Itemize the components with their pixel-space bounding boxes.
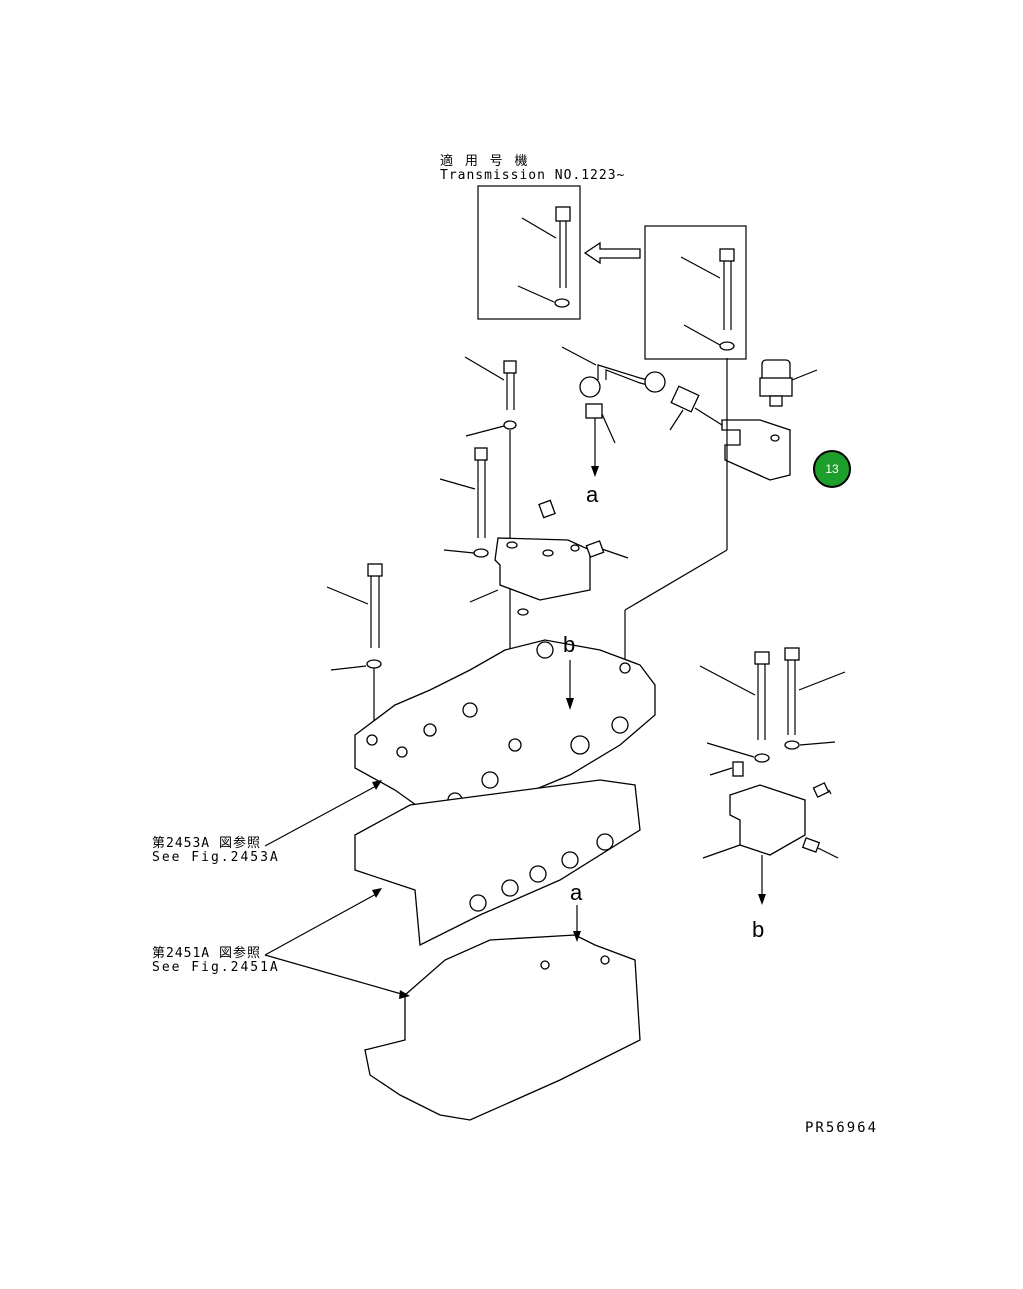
reference-2451a-en: See Fig.2451A: [152, 960, 280, 975]
part-callout-number: 13: [825, 462, 839, 476]
small-valve-block: [469, 499, 629, 616]
inset-box-new: [477, 185, 581, 320]
right-sub-assembly: [699, 647, 846, 905]
reference-leaders: [264, 780, 410, 999]
connection-label-a-bottom: a: [570, 880, 583, 905]
bottom-plate: [364, 905, 641, 1121]
connection-label-b-right: b: [752, 917, 765, 942]
reference-2451a-jp: 第2451A 図参照: [152, 946, 261, 961]
pipe-assembly: [561, 346, 700, 477]
reference-2453a-en: See Fig.2453A: [152, 850, 280, 865]
part-callout-13[interactable]: 13: [813, 450, 851, 488]
long-bolt: [326, 563, 383, 740]
reference-2453a-jp: 第2453A 図参照: [152, 836, 261, 851]
applicability-label-en: Transmission NO.1223~: [440, 168, 626, 183]
upper-valve-body: [354, 639, 656, 821]
middle-valve-body: [354, 779, 641, 947]
drawing-id: PR56964: [805, 1120, 879, 1136]
connection-label-b-top: b: [563, 632, 576, 657]
sensor-block: [624, 358, 818, 665]
applicability-label-jp: 適 用 号 機: [440, 154, 530, 169]
connection-label-a-top: a: [586, 482, 599, 507]
inset-box-old: [644, 225, 747, 360]
replacement-arrow: [583, 241, 641, 265]
